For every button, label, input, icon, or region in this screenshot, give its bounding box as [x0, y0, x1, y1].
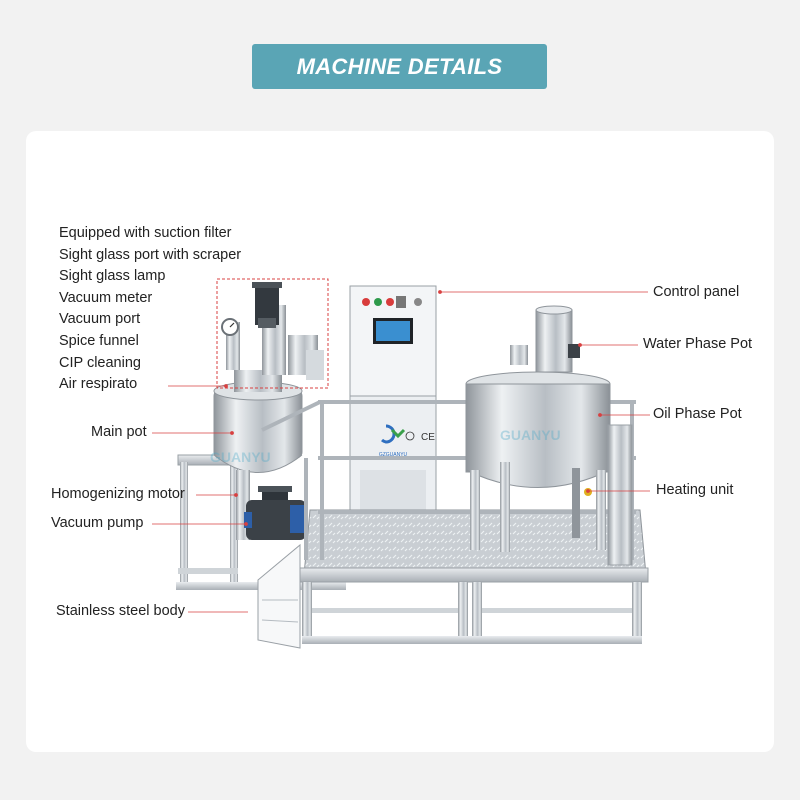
highlight-box — [216, 278, 329, 389]
agitator-motor — [252, 282, 282, 328]
svg-text:CE: CE — [421, 432, 435, 443]
label-suction-filter: Equipped with suction filter — [59, 225, 232, 241]
platform — [299, 509, 649, 644]
label-vacuum-meter: Vacuum meter — [59, 290, 153, 306]
brand-name: GZGUANYU — [379, 452, 408, 458]
water-phase-pot — [510, 305, 580, 373]
label-control-panel: Control panel — [653, 284, 740, 300]
access-stairs — [257, 543, 301, 649]
section-banner: MACHINE DETAILS — [252, 44, 547, 89]
watermark-left: GUANYU — [210, 449, 271, 465]
label-main-pot: Main pot — [91, 424, 147, 440]
label-cip-cleaning: CIP cleaning — [59, 355, 141, 371]
label-heating-unit: Heating unit — [656, 482, 734, 498]
homogenizer-pump-unit — [236, 470, 306, 540]
label-sight-glass-port: Sight glass port with scraper — [59, 247, 242, 263]
label-stainless-body: Stainless steel body — [56, 603, 185, 619]
label-oil-phase-pot: Oil Phase Pot — [653, 406, 742, 422]
label-air-respirato: Air respirato — [59, 376, 138, 392]
right-post — [607, 424, 633, 566]
watermark-right: GUANYU — [500, 427, 561, 443]
label-homogenizing-motor: Homogenizing motor — [51, 486, 185, 502]
guanyu-logo-icon — [380, 424, 406, 444]
banner-title: MACHINE DETAILS — [296, 53, 503, 79]
label-water-phase-pot: Water Phase Pot — [643, 336, 753, 352]
label-vacuum-port: Vacuum port — [59, 311, 141, 327]
ce-mark-icon: CE — [405, 431, 435, 443]
label-vacuum-pump: Vacuum pump — [51, 515, 144, 531]
label-sight-glass-lamp: Sight glass lamp — [59, 268, 166, 284]
leader-lines — [152, 290, 650, 613]
pressure-gauge-icon — [221, 318, 239, 336]
oil-phase-pot — [465, 371, 611, 552]
label-spice-funnel: Spice funnel — [59, 333, 139, 349]
